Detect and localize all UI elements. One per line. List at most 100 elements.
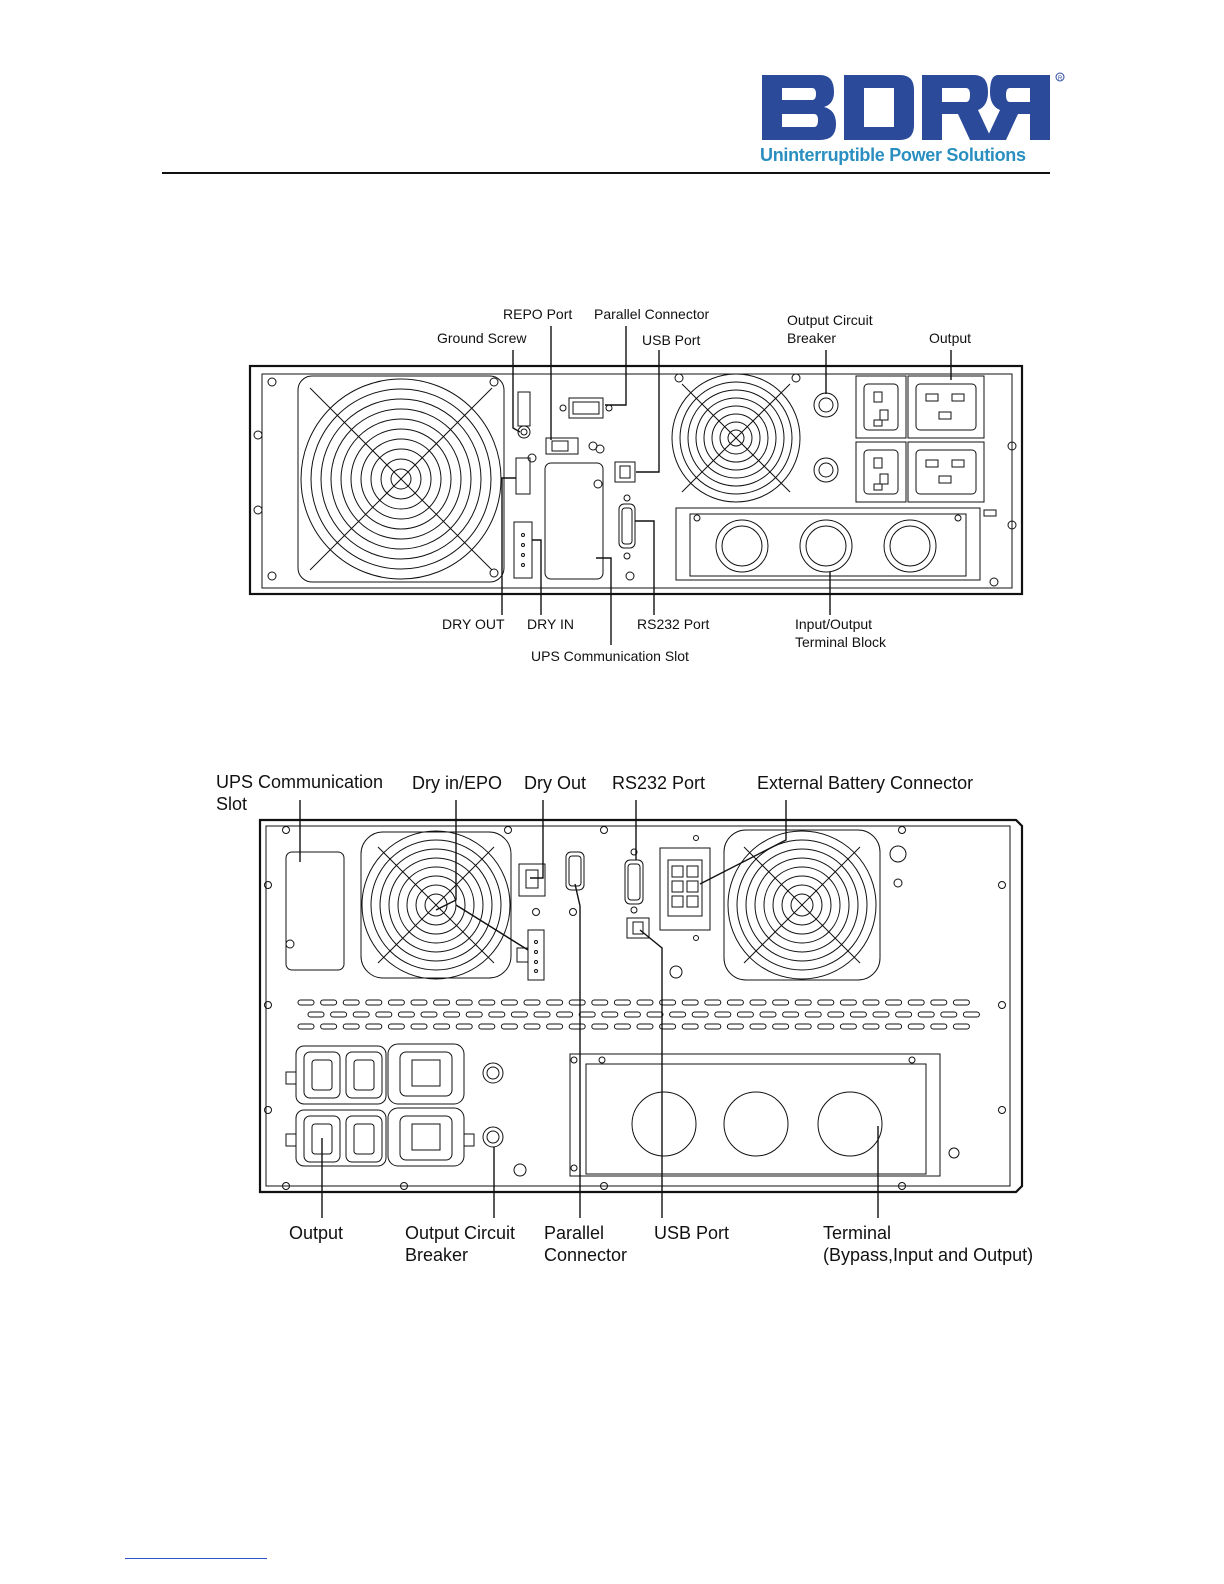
- dry-out-port: [515, 457, 531, 495]
- ups-rear-panel-diagram-2: [258, 800, 1024, 1218]
- vent-slot: [849, 1011, 867, 1018]
- vent-slot: [704, 1023, 722, 1030]
- rs232-port: [618, 494, 636, 560]
- dry-in-port: [513, 521, 533, 579]
- vent-slot: [365, 1023, 383, 1030]
- panel-screws: [253, 373, 1017, 587]
- vent-slot: [523, 999, 541, 1006]
- label-rs232-port: RS232 Port: [637, 616, 710, 632]
- vent-slot: [455, 999, 473, 1006]
- label-parallel-2b: Connector: [544, 1245, 628, 1265]
- leader-lines-1: [501, 326, 952, 645]
- label-dry-in: DRY IN: [527, 616, 574, 632]
- label-comm-slot-2a: UPS Communication: [216, 772, 384, 792]
- vent-slot: [749, 1023, 767, 1030]
- vent-slot: [782, 1011, 800, 1018]
- brand-tagline: Uninterruptible Power Solutions: [760, 145, 1026, 165]
- vent-slot: [375, 1011, 393, 1018]
- vent-slot: [659, 1023, 677, 1030]
- vent-slot: [500, 1023, 518, 1030]
- vent-slot: [478, 999, 496, 1006]
- vent-slot: [907, 999, 925, 1006]
- vent-slot: [443, 1011, 461, 1018]
- vent-slot: [478, 1023, 496, 1030]
- vent-slot: [410, 999, 428, 1006]
- vent-slot: [749, 999, 767, 1006]
- vent-slot: [397, 1011, 415, 1018]
- vent-slot: [330, 1011, 348, 1018]
- label-terminal-2b: (Bypass,Input and Output): [823, 1245, 1034, 1265]
- vent-slot: [794, 999, 812, 1006]
- label-repo-port: REPO Port: [503, 306, 573, 322]
- vent-slot: [601, 1011, 619, 1018]
- vent-slot: [591, 1023, 609, 1030]
- vent-slot: [342, 1023, 360, 1030]
- vent-slot: [885, 1023, 903, 1030]
- label-terminal-2: Terminal Block: [795, 634, 887, 650]
- dry-in-port-2: [516, 929, 545, 981]
- vent-slot: [907, 1023, 925, 1030]
- vent-slot: [342, 999, 360, 1006]
- label-output-breaker-2: Breaker: [787, 330, 837, 346]
- label-terminal-2a: Terminal: [823, 1223, 892, 1243]
- vent-slot: [568, 999, 586, 1006]
- brand-logo-mark: R: [762, 72, 1065, 140]
- dry-out-port-2: [518, 863, 546, 897]
- label-usb-port-2: USB Port: [654, 1223, 730, 1243]
- fan-small: [671, 373, 801, 503]
- label-dry-out: DRY OUT: [442, 616, 505, 632]
- vent-slot: [772, 999, 790, 1006]
- terminal-2: [569, 1053, 941, 1177]
- output-breakers: [813, 392, 839, 483]
- label-comm-slot-2b: Slot: [216, 794, 248, 814]
- fan-left-2: [360, 830, 512, 980]
- vent-slot: [523, 1023, 541, 1030]
- fan-right-2: [723, 829, 881, 981]
- label-comm-slot: UPS Communication Slot: [531, 648, 689, 664]
- label-parallel-connector: Parallel Connector: [594, 306, 710, 322]
- vent-slot: [952, 999, 970, 1006]
- svg-text:R: R: [1058, 76, 1063, 82]
- vent-slot: [533, 1011, 551, 1018]
- label-ext-battery: External Battery Connector: [757, 773, 974, 793]
- vent-slot: [726, 999, 744, 1006]
- vent-slot: [839, 999, 857, 1006]
- vent-slot: [465, 1011, 483, 1018]
- vent-slot: [681, 999, 699, 1006]
- label-rs232-port-2: RS232 Port: [612, 773, 706, 793]
- label-output-breaker-2a: Output Circuit: [405, 1223, 516, 1243]
- vent-slot: [297, 999, 315, 1006]
- terminal-block: [675, 507, 997, 581]
- vent-slot: [420, 1011, 438, 1018]
- output-sockets-2: [285, 1043, 504, 1167]
- vent-slot: [669, 1011, 687, 1018]
- comm-slot-2: [285, 851, 345, 971]
- vent-slot: [546, 999, 564, 1006]
- vent-slot: [352, 1011, 370, 1018]
- vent-slot: [862, 999, 880, 1006]
- vent-slot: [613, 1023, 631, 1030]
- vent-slot: [952, 1023, 970, 1030]
- label-terminal-1: Input/Output: [795, 616, 873, 632]
- ext-battery-connector: [659, 835, 711, 941]
- brand-logo: R Uninterruptible Power Solutions: [760, 70, 1070, 170]
- repo-port: [545, 437, 598, 455]
- vent-slot: [704, 999, 722, 1006]
- vent-slot: [433, 1023, 451, 1030]
- label-usb-port: USB Port: [642, 332, 701, 348]
- vent-slot: [320, 1023, 338, 1030]
- vent-slot: [862, 1023, 880, 1030]
- vent-slot: [591, 999, 609, 1006]
- panel-screws-2: [264, 826, 1006, 1190]
- label-parallel-2a: Parallel: [544, 1223, 605, 1243]
- comm-slot: [544, 462, 604, 580]
- vent-slot: [691, 1011, 709, 1018]
- leader-lines-2: [299, 800, 879, 1218]
- vent-slot: [410, 1023, 428, 1030]
- vent-slot: [636, 999, 654, 1006]
- vent-slot: [772, 1023, 790, 1030]
- vent-slot: [568, 1023, 586, 1030]
- vent-slot: [930, 1023, 948, 1030]
- vent-slot: [759, 1011, 777, 1018]
- vent-slot: [365, 999, 383, 1006]
